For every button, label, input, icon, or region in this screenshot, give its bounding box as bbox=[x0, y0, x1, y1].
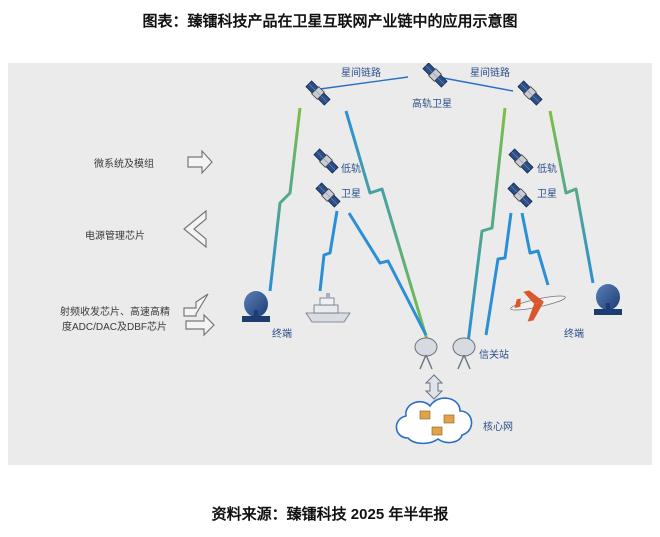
satellite-right-icon bbox=[516, 79, 544, 107]
network-diagram bbox=[183, 63, 622, 445]
leo-satellite-left-top-icon bbox=[312, 147, 340, 175]
leo-satellite-right-bottom-icon bbox=[506, 181, 534, 209]
arrow-rf-lower-icon bbox=[185, 313, 215, 337]
arrow-power-chip-icon bbox=[183, 209, 207, 249]
label-power-chip: 电源管理芯片 bbox=[85, 231, 145, 242]
airplane-icon bbox=[510, 290, 566, 322]
label-terminal-right: 终端 bbox=[564, 329, 584, 340]
label-leo-right-2: 卫星 bbox=[537, 189, 557, 200]
satellite-left-icon bbox=[304, 79, 332, 107]
arrow-rf-upper-icon bbox=[183, 293, 209, 317]
arrow-micro-system-icon bbox=[187, 149, 213, 175]
terminal-right-dish-icon bbox=[594, 284, 622, 315]
label-rf-line2: 度ADC/DAC及DBF芯片 bbox=[62, 322, 168, 333]
figure-title: 图表：臻镭科技产品在卫星互联网产业链中的应用示意图 bbox=[142, 13, 518, 30]
label-core-network: 核心网 bbox=[483, 422, 513, 433]
radio-links bbox=[268, 107, 595, 344]
label-leo-left-2: 卫星 bbox=[341, 189, 361, 200]
diagram-panel bbox=[8, 63, 652, 465]
terminal-left-dish-icon bbox=[242, 291, 270, 322]
product-arrows bbox=[183, 149, 215, 337]
gateway-core-arrow-icon bbox=[424, 374, 444, 400]
gateway-dish-left-icon bbox=[414, 337, 438, 370]
leo-satellite-left-bottom-icon bbox=[314, 181, 342, 209]
ship-icon bbox=[305, 293, 351, 323]
label-terminal-left: 终端 bbox=[272, 329, 292, 340]
label-micro-system: 微系统及模组 bbox=[94, 159, 154, 170]
label-leo-left-1: 低轨 bbox=[341, 164, 361, 175]
core-network-cloud-icon bbox=[395, 397, 473, 445]
source-note: 资料来源：臻镭科技 2025 年半年报 bbox=[211, 506, 449, 523]
gateway-dish-right-icon bbox=[452, 337, 476, 370]
label-geo-satellite: 高轨卫星 bbox=[412, 99, 452, 110]
label-isl-right: 星间链路 bbox=[470, 68, 510, 79]
label-leo-right-1: 低轨 bbox=[537, 164, 557, 175]
label-rf-line1: 射频收发芯片、高速高精 bbox=[60, 307, 170, 318]
geo-satellite-icon bbox=[421, 63, 449, 89]
label-isl-left: 星间链路 bbox=[341, 68, 381, 79]
label-gateway: 信关站 bbox=[479, 350, 509, 361]
leo-satellite-right-top-icon bbox=[507, 147, 535, 175]
isl-links bbox=[319, 76, 514, 92]
